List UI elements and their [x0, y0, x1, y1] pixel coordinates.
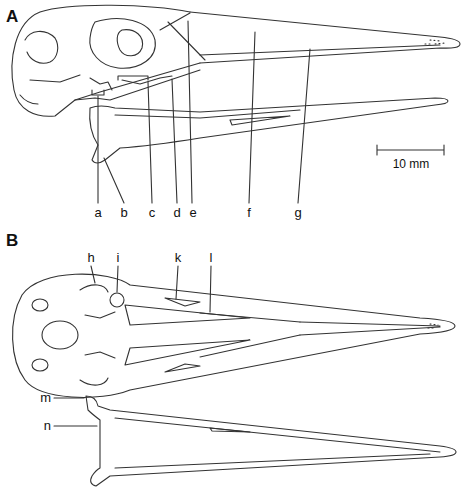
- part-label: k: [175, 251, 182, 264]
- part-label: h: [87, 251, 94, 264]
- part-label: i: [117, 251, 120, 264]
- scale-label: 10 mm: [393, 158, 430, 170]
- part-label: m: [40, 391, 51, 404]
- part-label: a: [94, 206, 101, 219]
- part-label: n: [44, 419, 51, 432]
- panel-letter: A: [6, 8, 18, 25]
- panel-letter: B: [6, 232, 18, 249]
- part-label: g: [294, 206, 301, 219]
- part-label: c: [149, 206, 156, 219]
- part-label: d: [173, 206, 180, 219]
- part-label: b: [120, 206, 127, 219]
- part-label: e: [189, 206, 196, 219]
- part-label: l: [210, 251, 213, 264]
- part-label: f: [247, 206, 251, 219]
